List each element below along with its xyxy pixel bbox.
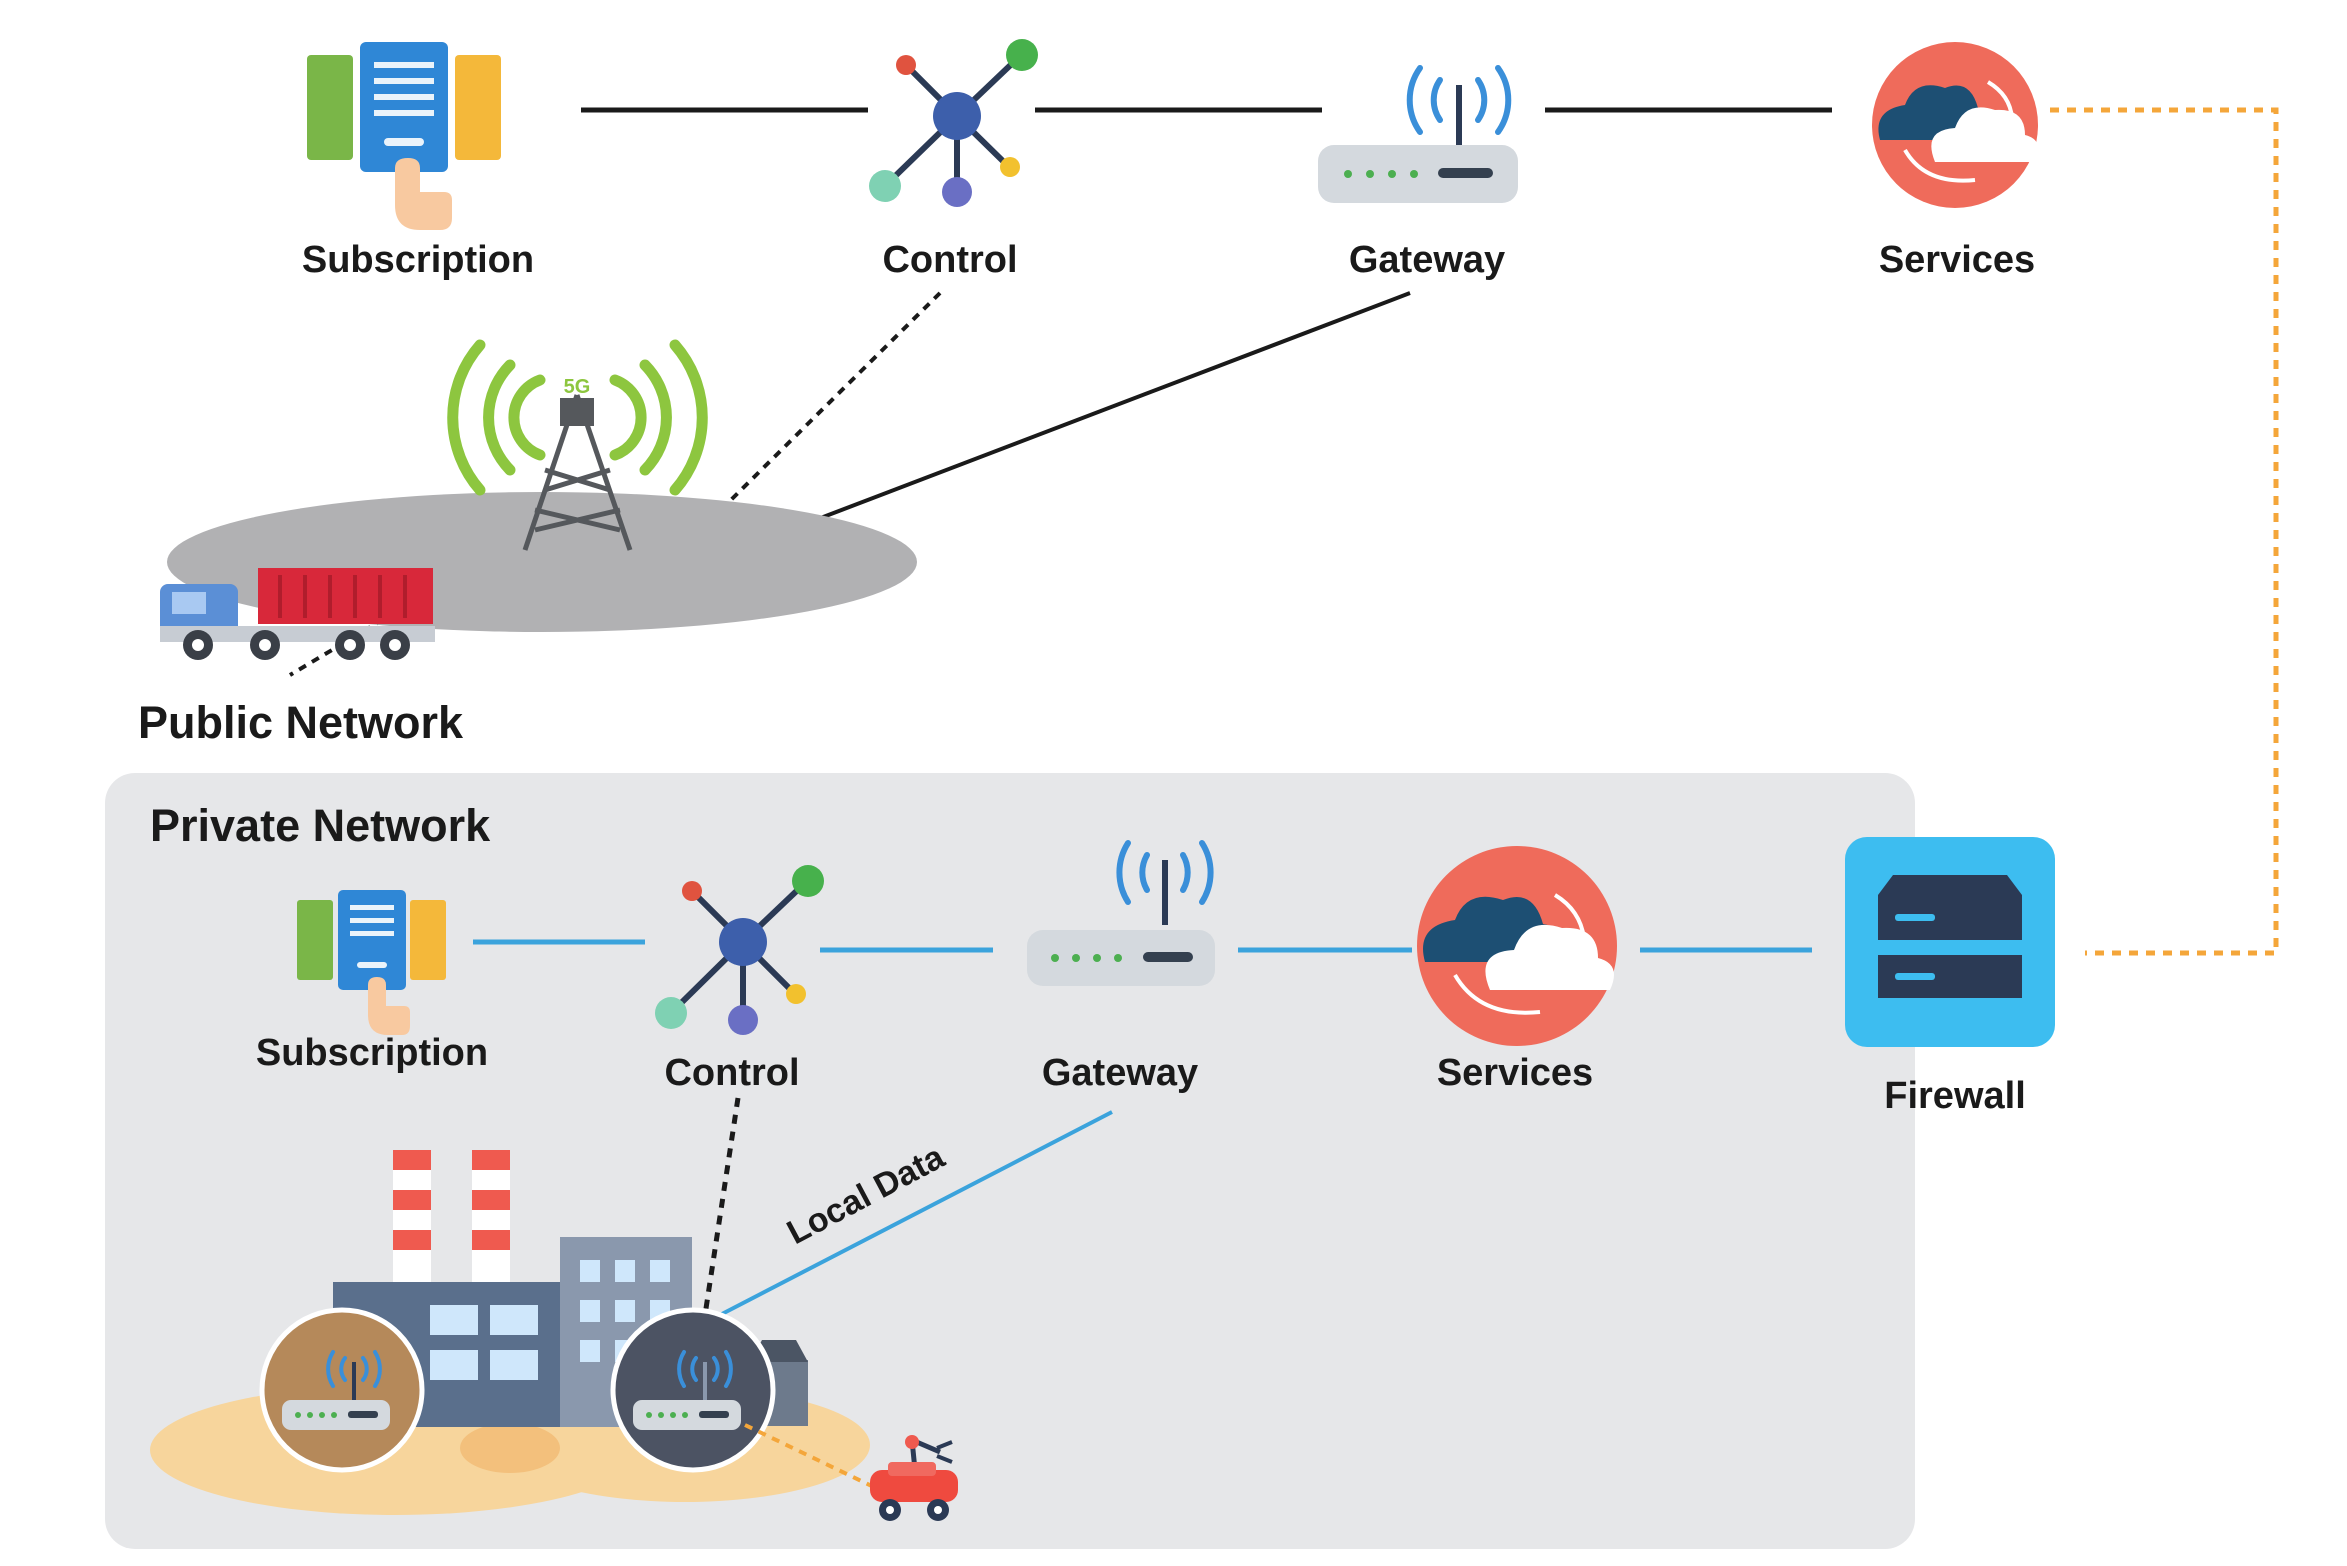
public-network-title: Public Network (138, 697, 464, 748)
subscription-icon (297, 890, 446, 1035)
truck-icon (160, 568, 435, 660)
node-label-p-control: Control (664, 1052, 799, 1094)
node-label-p-gateway: Gateway (1042, 1052, 1198, 1094)
control-hub-icon (869, 39, 1038, 207)
robot-vehicle-icon (870, 1435, 958, 1521)
services-cloud-icon (1872, 42, 2039, 208)
link-p-control-router (702, 1097, 741, 1316)
node-label-gateway: Gateway (1349, 239, 1505, 281)
node-label-p-services: Services (1437, 1052, 1593, 1094)
5g-badge: 5G (564, 376, 591, 398)
router-badge-left-icon (259, 1307, 425, 1473)
services-cloud-icon (1417, 846, 1617, 1046)
node-label-services: Services (1879, 239, 2035, 281)
gateway-router-icon (1318, 65, 1518, 203)
link-router-robot (744, 1423, 881, 1492)
subscription-icon (307, 42, 501, 230)
router-badge-right-icon (610, 1307, 776, 1473)
control-hub-icon (655, 865, 824, 1035)
node-label-p-subscription: Subscription (256, 1032, 488, 1074)
private-network-title: Private Network (150, 800, 491, 851)
link-local-data (719, 1110, 1113, 1317)
node-label-control: Control (882, 239, 1017, 281)
node-label-firewall: Firewall (1884, 1075, 2026, 1117)
private-links (473, 939, 1812, 1317)
gateway-router-icon (1027, 840, 1215, 986)
5g-tower-icon: 5G (447, 339, 708, 551)
firewall-icon (1845, 837, 2055, 1047)
ground-overlap (460, 1423, 560, 1473)
firewall-link (2050, 107, 2279, 956)
node-label-subscription: Subscription (302, 239, 534, 281)
